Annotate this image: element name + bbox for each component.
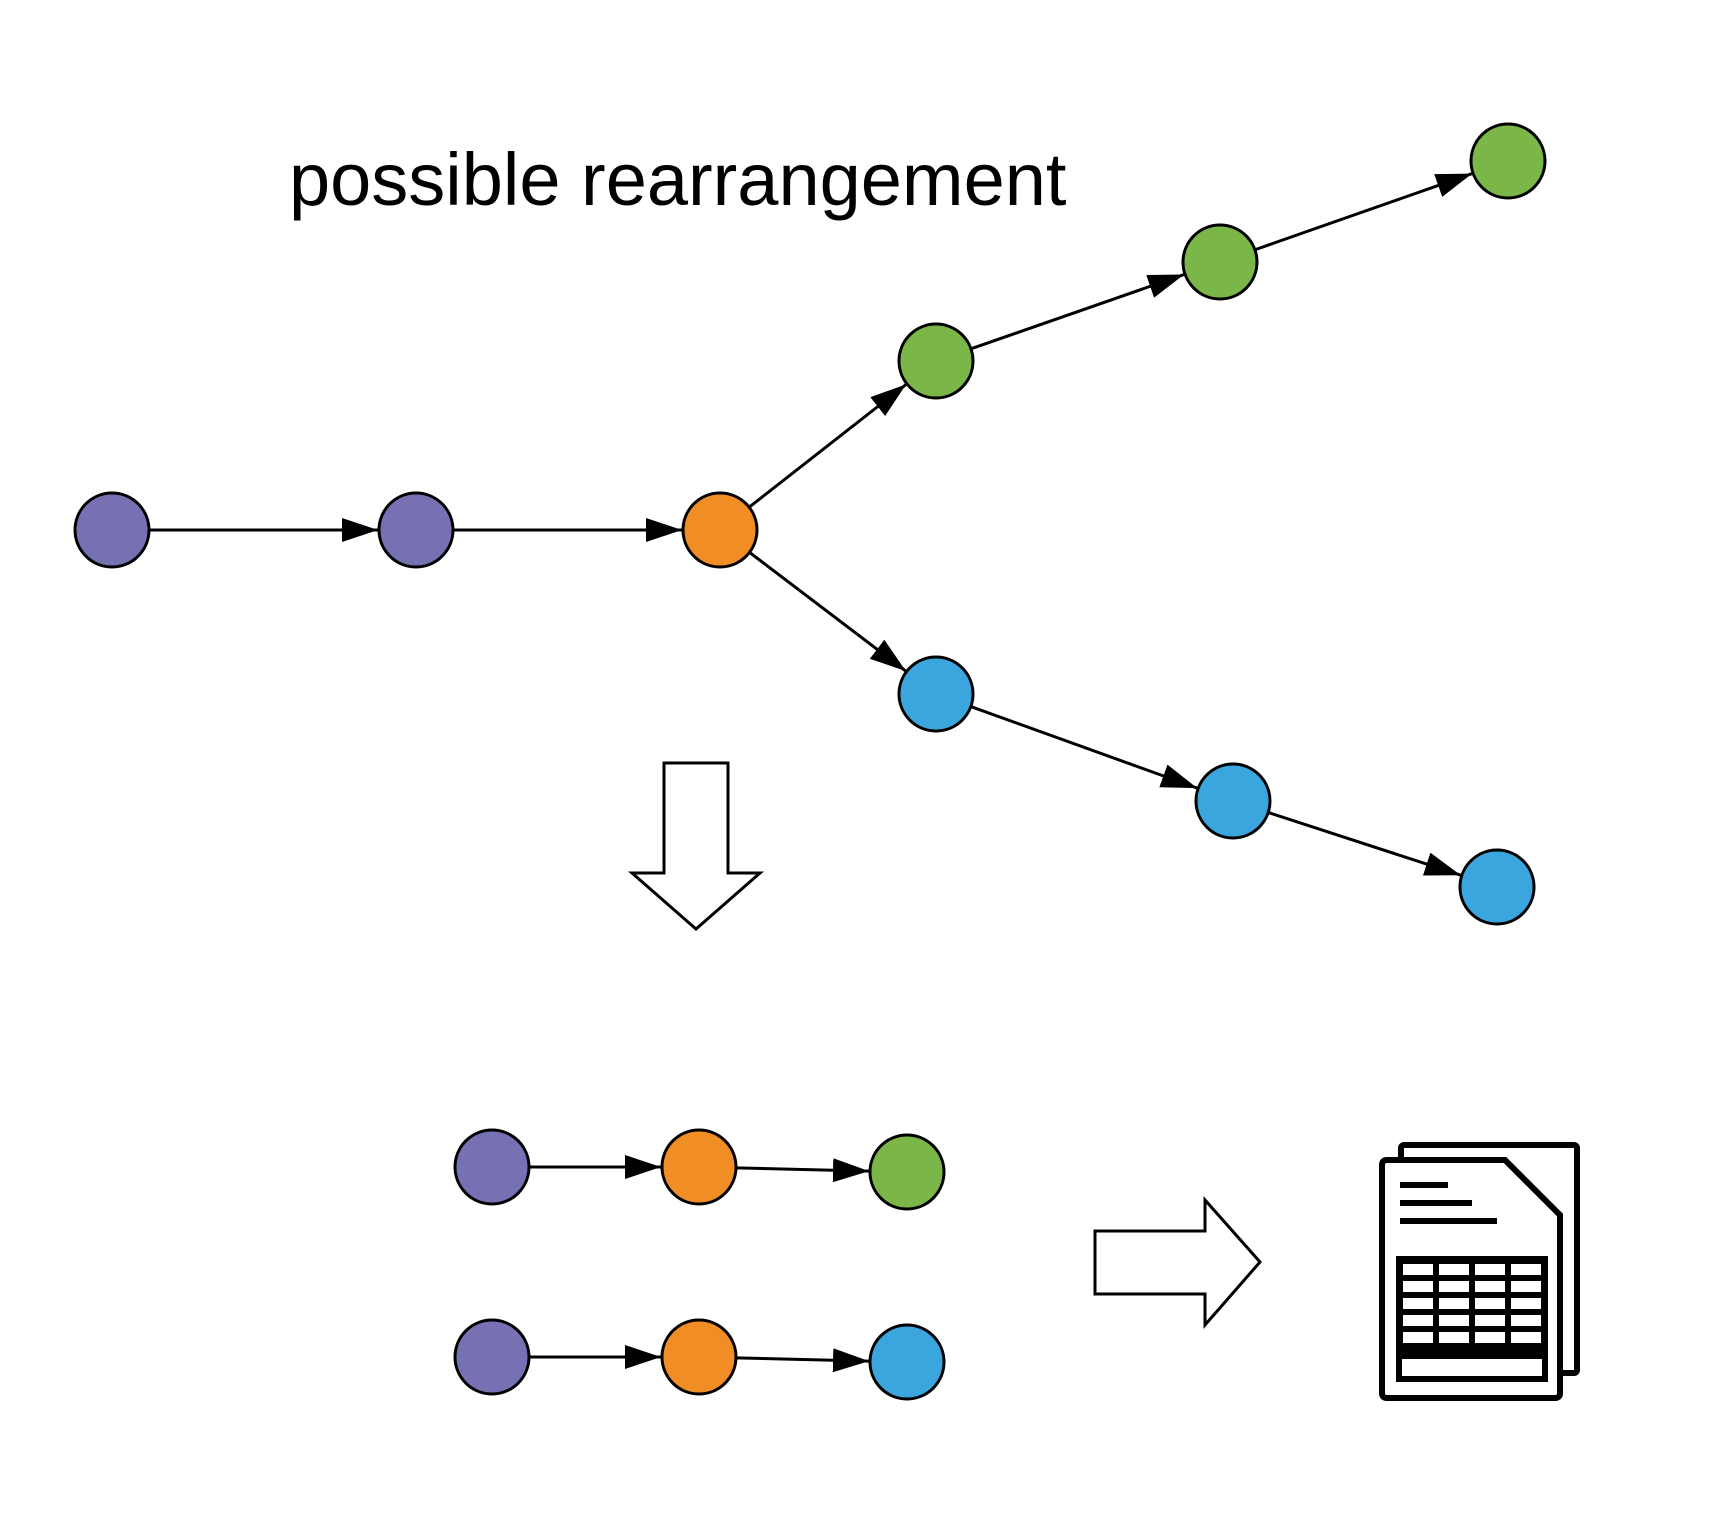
node-orange-o1 [681, 491, 759, 569]
node-green-g1 [897, 322, 975, 400]
node-green-r1c [868, 1133, 946, 1211]
edge-o1-to-b1 [748, 551, 907, 673]
spreadsheet-document-icon [1379, 1142, 1580, 1401]
diagram-title: possible rearrangement [289, 138, 1067, 221]
right-arrow-icon [1093, 1196, 1262, 1329]
node-orange-r1b [660, 1128, 738, 1206]
edge-o1-to-g1 [748, 383, 907, 509]
result-chain-nodes [453, 1128, 946, 1401]
top-graph-edges [149, 172, 1473, 877]
result-chain-edges [529, 1155, 870, 1373]
edge-r2b-to-r2c [735, 1348, 870, 1373]
node-purple-r1a [453, 1128, 531, 1206]
edge-r1b-to-r1c [735, 1158, 870, 1183]
node-orange-r2b [660, 1318, 738, 1396]
node-blue-b1 [897, 655, 975, 733]
top-graph-nodes [73, 122, 1547, 926]
edge-b2-to-b3 [1267, 811, 1462, 877]
node-blue-b2 [1194, 762, 1272, 840]
node-blue-r2c [868, 1323, 946, 1401]
edge-g2-to-g3 [1254, 172, 1473, 252]
edge-g1-to-g2 [970, 273, 1185, 351]
node-green-g3 [1469, 122, 1547, 200]
down-arrow-icon [628, 761, 764, 931]
edge-b1-to-b2 [970, 705, 1198, 790]
node-purple-p1 [73, 491, 151, 569]
node-green-g2 [1181, 223, 1259, 301]
node-blue-b3 [1458, 848, 1536, 926]
node-purple-p2 [377, 491, 455, 569]
node-purple-r2a [453, 1318, 531, 1396]
